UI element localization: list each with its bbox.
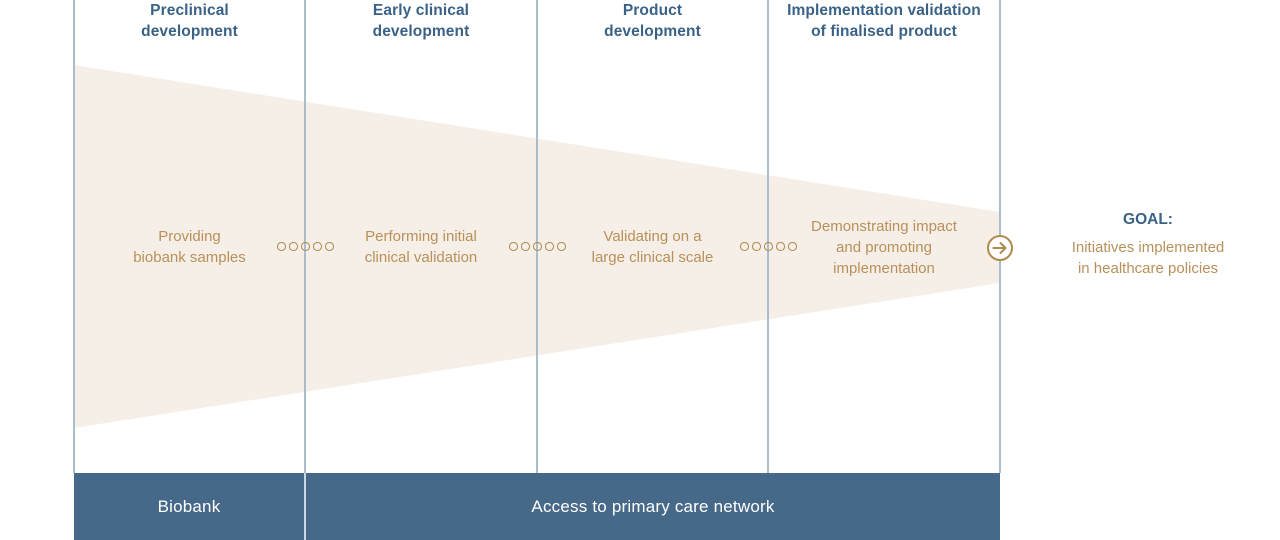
dot-icon [764, 242, 773, 251]
dot-icon [752, 242, 761, 251]
phase-description-product: Validating on a large clinical scale [591, 228, 714, 266]
goal-text: Initiatives implemented in healthcare po… [1071, 239, 1225, 277]
biobank-bar: Biobank [74, 473, 304, 540]
connector-dots [509, 242, 566, 251]
primary-care-network-bar-label: Access to primary care network [531, 496, 775, 516]
dot-icon [533, 242, 542, 251]
goal-label: GOAL: [1123, 211, 1173, 228]
phase-description-implementation: Demonstrating impact and promoting imple… [811, 218, 957, 277]
bar-divider-line [304, 473, 306, 540]
phase-header-preclinical: Preclinical development [141, 2, 238, 40]
column-divider-line [73, 0, 75, 473]
dot-icon [277, 242, 286, 251]
arrow-right-circle-icon [987, 235, 1013, 261]
goal-block: GOAL: Initiatives implemented in healthc… [1020, 209, 1276, 279]
dot-icon [521, 242, 530, 251]
phase-description-preclinical: Providing biobank samples [133, 228, 246, 266]
primary-care-network-bar: Access to primary care network [306, 473, 1000, 540]
column-divider-line [304, 0, 306, 473]
column-divider-line [767, 0, 769, 473]
phase-header-early-clinical: Early clinical development [372, 2, 470, 40]
dot-icon [776, 242, 785, 251]
dot-icon [557, 242, 566, 251]
dot-icon [740, 242, 749, 251]
biobank-bar-label: Biobank [157, 496, 221, 516]
phase-header-product: Product development [604, 2, 701, 40]
dot-icon [509, 242, 518, 251]
column-divider-line [536, 0, 538, 473]
dot-icon [301, 242, 310, 251]
dot-icon [289, 242, 298, 251]
dot-icon [325, 242, 334, 251]
phase-header-implementation: Implementation validation of finalised p… [787, 2, 981, 40]
connector-dots [740, 242, 797, 251]
dot-icon [545, 242, 554, 251]
connector-dots [277, 242, 334, 251]
dot-icon [788, 242, 797, 251]
dot-icon [313, 242, 322, 251]
phase-description-early-clinical: Performing initial clinical validation [364, 228, 478, 266]
